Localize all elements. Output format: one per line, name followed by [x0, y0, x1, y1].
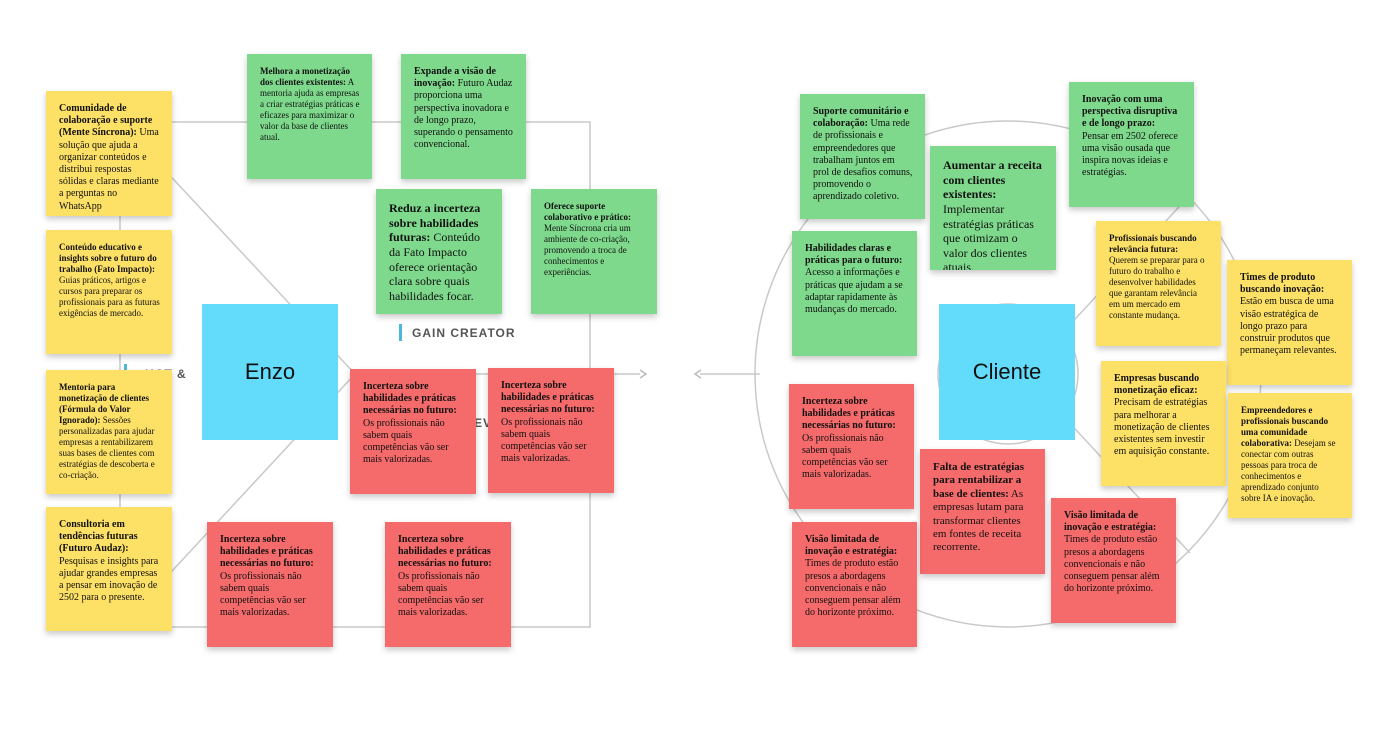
sticky-note[interactable]: Times de produto buscando inovação: Estã…	[1227, 260, 1352, 385]
sticky-note[interactable]: Suporte comunitário e colaboração: Uma r…	[800, 94, 925, 219]
note-body: Os profissionais não sabem quais competê…	[220, 570, 306, 619]
note-body: Desejam se conectar com outras pessoas p…	[1241, 437, 1336, 503]
note-title: Oferece suporte colaborativo e prático:	[544, 201, 631, 222]
sticky-note[interactable]: Mentoria para monetização de clientes (F…	[46, 370, 172, 494]
note-body: Os profissionais não sabem quais competê…	[363, 417, 449, 466]
cliente-center-card[interactable]: Cliente	[939, 304, 1075, 440]
note-title: Empreendedores e profissionais buscando …	[1241, 405, 1329, 448]
sticky-note[interactable]: Inovação com uma perspectiva disruptiva …	[1069, 82, 1194, 207]
note-body: Implementar estratégias práticas que oti…	[943, 201, 1034, 270]
note-title: Incerteza sobre habilidades e práticas n…	[220, 534, 314, 570]
note-body: Pensar em 2502 oferece uma visão ousada …	[1082, 130, 1178, 179]
sticky-note[interactable]: Empreendedores e profissionais buscando …	[1228, 393, 1352, 518]
sticky-note[interactable]: Aumentar a receita com clientes existent…	[930, 146, 1056, 270]
sticky-note[interactable]: Consultoria em tendências futuras (Futur…	[46, 507, 172, 631]
note-body: Querem se preparar para o futuro do trab…	[1109, 254, 1205, 320]
note-body: Times de produto estão presos a abordage…	[1064, 534, 1160, 595]
pain-reliever-label: EV	[474, 416, 493, 430]
arrow-right-icon	[639, 369, 648, 379]
note-title: Melhora a monetização dos clientes exist…	[260, 66, 350, 87]
note-title: Comunidade de colaboração e suporte (Men…	[59, 103, 153, 139]
note-body: Estão em busca de uma visão estratégica …	[1240, 296, 1337, 357]
note-body: Pesquisas e insights para ajudar grandes…	[59, 555, 159, 604]
note-title: Habilidades claras e práticas para o fut…	[805, 243, 903, 267]
note-body: Os profissionais não sabem quais competê…	[398, 570, 484, 619]
sticky-note[interactable]: Profissionais buscando relevância futura…	[1096, 221, 1221, 346]
note-title: Visão limitada de inovação e estratégia:	[805, 534, 898, 558]
note-title: Conteúdo educativo e insights sobre o fu…	[59, 242, 157, 274]
note-body: Times de produto estão presos a abordage…	[805, 558, 901, 619]
sticky-note[interactable]: Melhora a monetização dos clientes exist…	[247, 54, 372, 179]
note-title: Incerteza sobre habilidades e práticas n…	[398, 534, 492, 570]
sticky-note[interactable]: Expande a visão de inovação: Futuro Auda…	[401, 54, 526, 179]
sticky-note[interactable]: Habilidades claras e práticas para o fut…	[792, 231, 917, 356]
note-body: Os profissionais não sabem quais competê…	[501, 416, 587, 465]
note-title: Incerteza sobre habilidades e práticas n…	[363, 381, 457, 417]
note-body: Conteúdo da Fato Impacto oferece orienta…	[389, 230, 481, 303]
note-title: Profissionais buscando relevância futura…	[1109, 233, 1197, 254]
sticky-note[interactable]: Incerteza sobre habilidades e práticas n…	[488, 368, 614, 493]
sticky-note[interactable]: Visão limitada de inovação e estratégia:…	[1051, 498, 1176, 623]
note-title: Reduz a incerteza sobre habilidades futu…	[389, 201, 481, 245]
gain-creator-bar	[399, 324, 402, 341]
note-title: Falta de estratégias para rentabilizar a…	[933, 461, 1025, 500]
note-title: Consultoria em tendências futuras (Futur…	[59, 519, 138, 555]
sticky-note[interactable]: Oferece suporte colaborativo e prático: …	[531, 189, 657, 314]
note-body: Guias práticos, artigos e cursos para pr…	[59, 274, 160, 318]
sticky-note[interactable]: Incerteza sobre habilidades e práticas n…	[789, 384, 914, 509]
enzo-center-card[interactable]: Enzo	[202, 304, 338, 440]
sticky-note[interactable]: Visão limitada de inovação e estratégia:…	[792, 522, 917, 647]
note-body: Uma solução que ajuda a organizar conteú…	[59, 127, 159, 212]
sticky-note[interactable]: Incerteza sobre habilidades e práticas n…	[207, 522, 333, 647]
sticky-note[interactable]: Comunidade de colaboração e suporte (Men…	[46, 91, 172, 216]
gain-creator-label: GAIN CREATOR	[412, 326, 516, 340]
note-body: Sessões personalizadas para ajudar empre…	[59, 414, 155, 480]
sticky-note[interactable]: Incerteza sobre habilidades e práticas n…	[350, 369, 476, 494]
sticky-note[interactable]: Falta de estratégias para rentabilizar a…	[920, 449, 1045, 574]
note-body: Uma rede de profissionais e empreendedor…	[813, 118, 913, 203]
note-body: Futuro Audaz proporciona uma perspectiva…	[414, 78, 513, 151]
note-title: Incerteza sobre habilidades e práticas n…	[802, 396, 896, 432]
note-body: Precisam de estratégias para melhorar a …	[1114, 397, 1210, 458]
note-title: Mentoria para monetização de clientes (F…	[59, 382, 149, 425]
note-body: A mentoria ajuda as empresas a criar est…	[260, 76, 360, 142]
note-title: Times de produto buscando inovação:	[1240, 272, 1325, 296]
note-title: Aumentar a receita com clientes existent…	[943, 158, 1042, 202]
sticky-note[interactable]: Conteúdo educativo e insights sobre o fu…	[46, 230, 172, 354]
sticky-note[interactable]: Reduz a incerteza sobre habilidades futu…	[376, 189, 502, 314]
note-body: Mente Síncrona cria um ambiente de co-cr…	[544, 222, 631, 277]
note-body: Os profissionais não sabem quais competê…	[802, 432, 888, 481]
sticky-note[interactable]: Empresas buscando monetização eficaz: Pr…	[1101, 361, 1226, 486]
note-title: Suporte comunitário e colaboração:	[813, 106, 909, 130]
note-body: Acesso a informações e práticas que ajud…	[805, 267, 903, 315]
note-title: Visão limitada de inovação e estratégia:	[1064, 510, 1157, 534]
sticky-note[interactable]: Incerteza sobre habilidades e práticas n…	[385, 522, 511, 647]
note-title: Empresas buscando monetização eficaz:	[1114, 373, 1200, 397]
arrow-left-icon	[693, 369, 702, 379]
note-title: Expande a visão de inovação:	[414, 66, 496, 90]
note-title: Inovação com uma perspectiva disruptiva …	[1082, 94, 1178, 130]
note-title: Incerteza sobre habilidades e práticas n…	[501, 380, 595, 416]
note-body: As empresas lutam para transformar clien…	[933, 487, 1024, 554]
